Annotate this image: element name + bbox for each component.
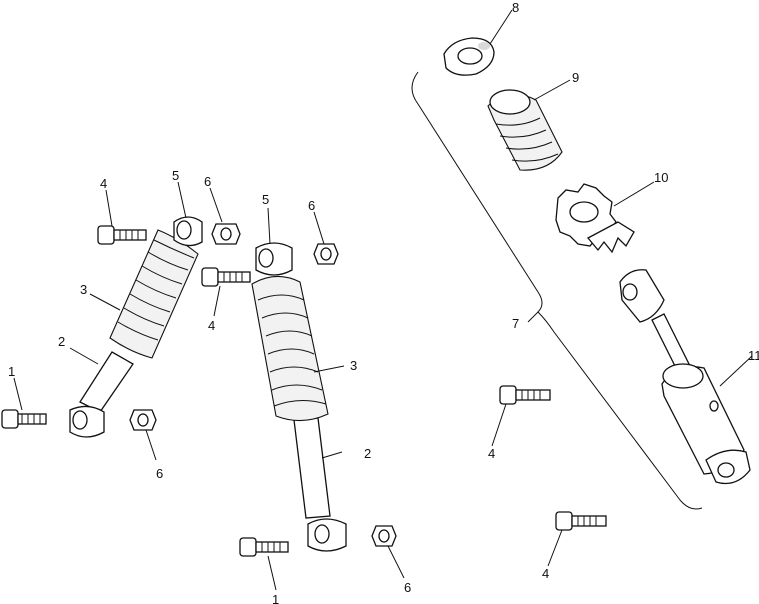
- callout-6-nut-upper-left: 6: [204, 174, 211, 189]
- callout-4-bolt-right-lower: 4: [542, 566, 549, 581]
- nut-center-upper: [313, 243, 339, 265]
- callout-4-bolt-middle: 4: [208, 318, 215, 333]
- bolt-left-upper: [97, 225, 147, 245]
- nut-center-lower: [371, 525, 397, 547]
- callout-3-spring-left: 3: [80, 282, 87, 297]
- callout-10-adjuster-cam: 10: [654, 170, 668, 185]
- right-damper: [619, 269, 751, 485]
- callout-2-damper-left: 2: [58, 334, 65, 349]
- nut-left-lower: [129, 409, 157, 431]
- bolt-center-lower: [239, 537, 289, 557]
- callout-2-damper-center: 2: [364, 446, 371, 461]
- leader-lines: [13, 9, 753, 591]
- center-spring: [251, 275, 329, 422]
- callout-4-bolt-upper-left: 4: [100, 176, 107, 191]
- left-shock-absorber: [69, 216, 203, 438]
- callout-5-eye-center: 5: [262, 192, 269, 207]
- center-shock-absorber: [251, 242, 347, 552]
- bolt-left-lower: [1, 409, 47, 429]
- nut-left-upper: [211, 223, 241, 245]
- bolt-right-lower: [555, 511, 607, 531]
- left-upper-eye: [173, 216, 203, 247]
- callout-3-spring-center: 3: [350, 358, 357, 373]
- callout-11-damper: 11: [748, 348, 759, 363]
- callout-5-eye-left: 5: [172, 168, 179, 183]
- callouts: 1 1 2 2 3 3 4 4 4 4 5 5 6 6 6 6 7 8 9 10…: [8, 0, 759, 604]
- left-spring: [109, 229, 199, 359]
- callout-6-nut-lower-left: 6: [156, 466, 163, 481]
- callout-9-spring: 9: [572, 70, 579, 85]
- adjuster-cam: [555, 183, 635, 254]
- bolt-middle: [201, 267, 251, 287]
- callout-6-nut-center-upper: 6: [308, 198, 315, 213]
- callout-1-bolt-center: 1: [272, 592, 279, 604]
- right-spring: [487, 89, 563, 171]
- center-upper-eye: [255, 242, 293, 276]
- callout-4-bolt-right-upper: 4: [488, 446, 495, 461]
- callout-8-retainer-clip: 8: [512, 0, 519, 15]
- callout-6-nut-center-lower: 6: [404, 580, 411, 595]
- callout-7-assembly: 7: [512, 316, 519, 331]
- retainer-clip: [443, 37, 495, 76]
- bolt-right-upper: [499, 385, 551, 405]
- callout-1-bolt-left: 1: [8, 364, 15, 379]
